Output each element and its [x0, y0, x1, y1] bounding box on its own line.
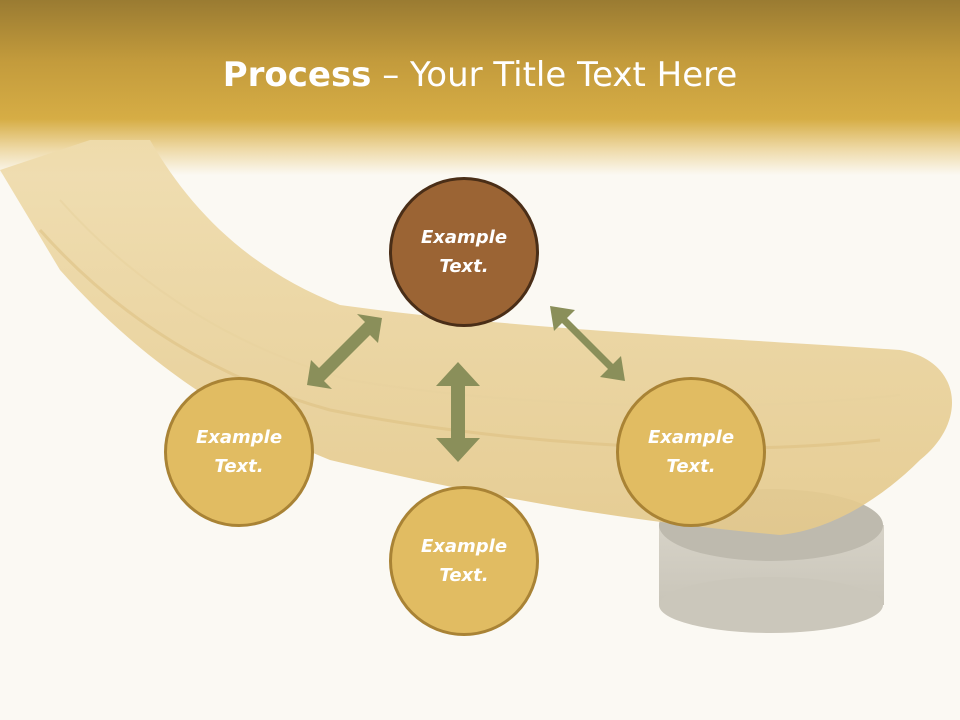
node-left-text: Example Text.	[195, 427, 283, 477]
arrow-top-right	[550, 306, 625, 381]
arrow-vertical	[436, 362, 480, 462]
node-bottom-text: Example Text.	[420, 536, 508, 586]
process-node-right: Example Text.	[616, 377, 766, 527]
process-node-top: Example Text.	[389, 177, 539, 327]
node-right-text: Example Text.	[647, 427, 735, 477]
title-bold: Process	[222, 55, 372, 95]
title-rest: – Your Title Text Here	[371, 55, 738, 95]
title-banner	[0, 0, 960, 175]
page-title: Process – Your Title Text Here	[0, 54, 960, 96]
node-top-text: Example Text.	[420, 227, 508, 277]
arrow-top-left	[307, 314, 382, 389]
process-node-bottom: Example Text.	[389, 486, 539, 636]
process-node-left: Example Text.	[164, 377, 314, 527]
